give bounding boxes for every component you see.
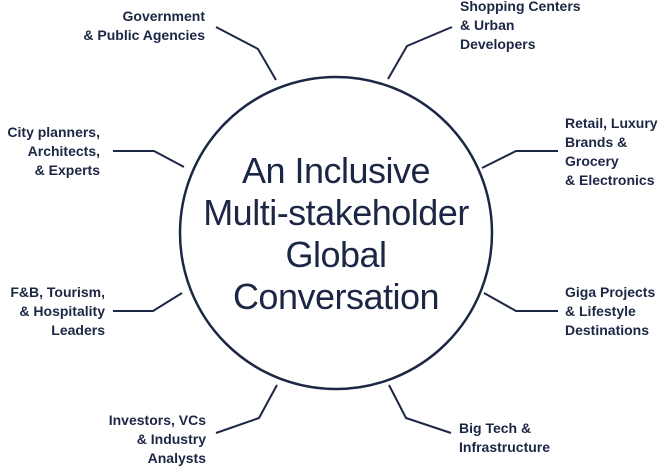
center-title-line: Conversation — [232, 276, 440, 317]
connector-retail — [481, 150, 558, 169]
label-line: Architects, — [27, 143, 100, 159]
label-line: Retail, Luxury — [565, 115, 658, 131]
connector-shopping-centers — [387, 26, 453, 80]
connector-city-planners — [113, 150, 185, 168]
label-city-planners: City planners, Architects, & Experts — [7, 123, 100, 180]
center-title: An Inclusive Multi-stakeholder Global Co… — [190, 150, 482, 318]
label-line: & Public Agencies — [83, 27, 205, 43]
label-line: Investors, VCs — [108, 412, 206, 428]
label-line: Grocery — [565, 153, 619, 169]
label-line: Shopping Centers — [460, 0, 581, 14]
label-fnb-tourism: F&B, Tourism, & Hospitality Leaders — [10, 283, 105, 340]
label-retail: Retail, Luxury Brands & Grocery & Electr… — [565, 114, 658, 190]
label-line: & Industry — [136, 431, 206, 447]
connector-investors — [215, 384, 278, 434]
label-line: F&B, Tourism, — [10, 284, 105, 300]
center-title-line: An Inclusive — [241, 150, 431, 191]
center-title-line: Multi-stakeholder — [203, 192, 469, 233]
center-title-line: Global — [285, 234, 387, 275]
connector-government — [215, 26, 277, 81]
label-line: Big Tech & — [459, 420, 532, 436]
connector-big-tech — [388, 384, 452, 434]
label-giga-projects: Giga Projects & Lifestyle Destinations — [565, 283, 655, 340]
label-line: Analysts — [147, 450, 206, 466]
label-investors: Investors, VCs & Industry Analysts — [109, 411, 206, 468]
label-big-tech: Big Tech & Infrastructure — [459, 419, 550, 457]
center-circle — [178, 75, 494, 391]
label-line: Brands & — [565, 134, 628, 150]
label-line: Giga Projects — [565, 284, 656, 300]
label-line: & Experts — [34, 162, 100, 178]
label-line: Government — [122, 8, 205, 24]
label-line: Developers — [460, 36, 536, 52]
connector-fnb — [113, 292, 183, 312]
label-line: Leaders — [51, 322, 105, 338]
label-line: & Urban — [460, 17, 515, 33]
label-shopping-centers: Shopping Centers & Urban Developers — [460, 0, 581, 54]
connector-giga-projects — [483, 292, 558, 312]
label-line: Destinations — [565, 322, 650, 338]
label-line: & Electronics — [565, 172, 655, 188]
label-line: & Lifestyle — [565, 303, 636, 319]
label-line: & Hospitality — [19, 303, 105, 319]
label-line: Infrastructure — [459, 439, 551, 455]
label-line: City planners, — [7, 124, 100, 140]
label-government: Government & Public Agencies — [83, 7, 205, 45]
